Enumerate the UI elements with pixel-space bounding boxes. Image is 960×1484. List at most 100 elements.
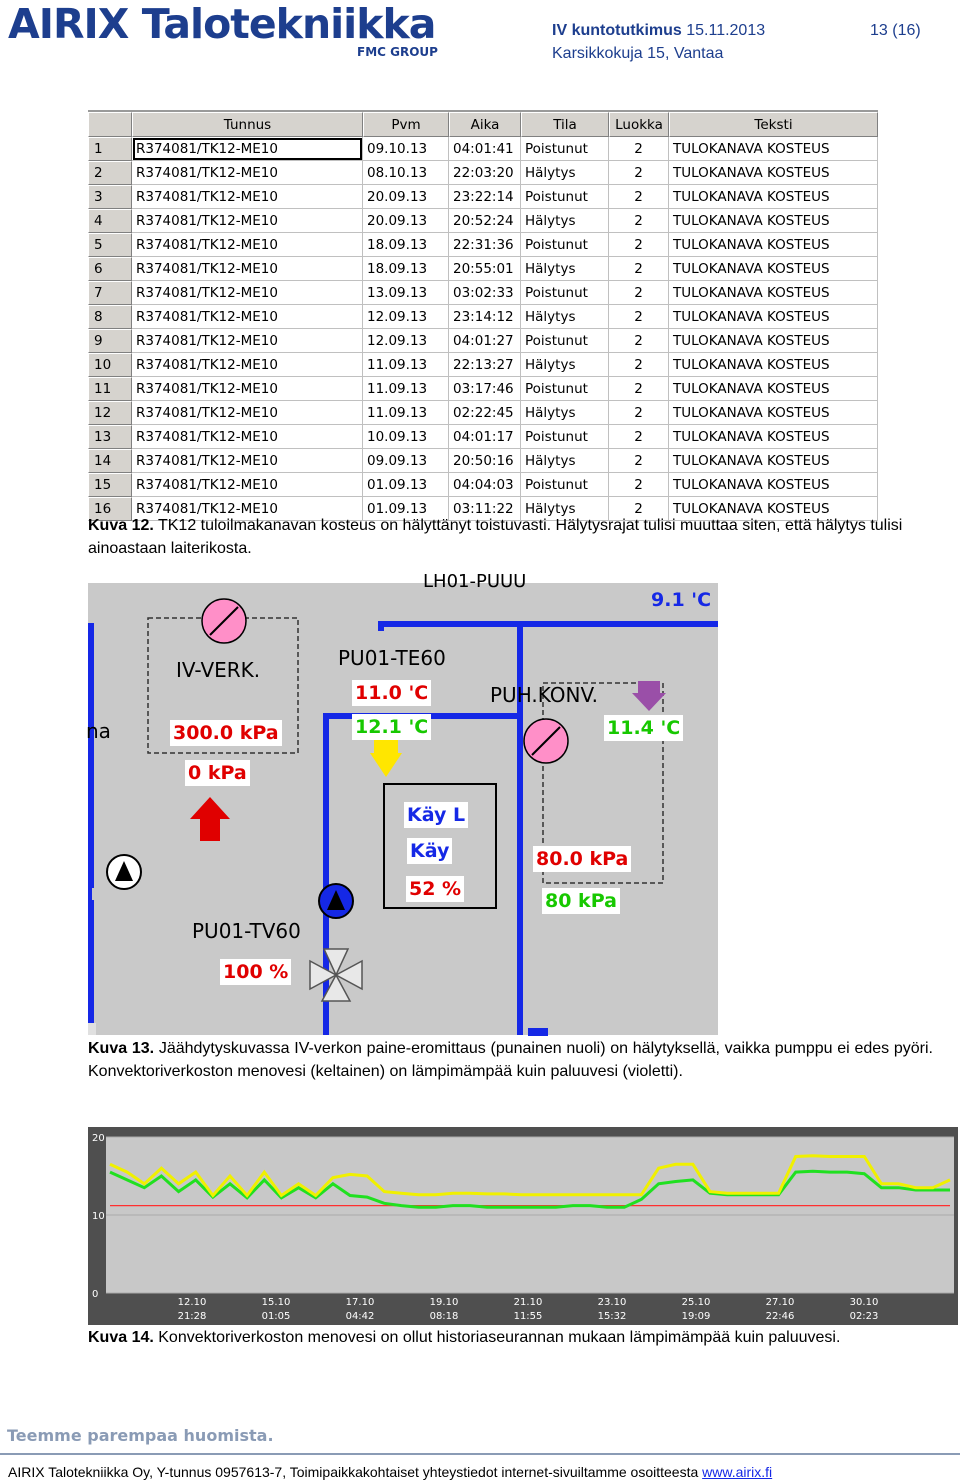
valve-position-value[interactable]: 100 % xyxy=(220,959,292,985)
table-cell[interactable]: TULOKANAVA KOSTEUS xyxy=(669,137,878,161)
table-cell[interactable]: TULOKANAVA KOSTEUS xyxy=(669,185,878,209)
footer-website-link[interactable]: www.airix.fi xyxy=(702,1464,773,1480)
table-cell[interactable]: TULOKANAVA KOSTEUS xyxy=(669,329,878,353)
pump-speed-value[interactable]: 52 % xyxy=(406,876,465,902)
table-cell[interactable]: TULOKANAVA KOSTEUS xyxy=(669,305,878,329)
table-cell[interactable]: Hälytys xyxy=(521,497,609,521)
row-number[interactable]: 10 xyxy=(88,353,132,377)
table-cell[interactable]: 2 xyxy=(609,137,669,161)
table-cell[interactable]: 09.09.13 xyxy=(363,449,449,473)
row-number[interactable]: 5 xyxy=(88,233,132,257)
row-number[interactable]: 4 xyxy=(88,209,132,233)
table-cell[interactable]: 20.09.13 xyxy=(363,185,449,209)
top-temperature[interactable]: 9.1 'C xyxy=(651,589,712,611)
table-cell[interactable]: 11.09.13 xyxy=(363,353,449,377)
column-header[interactable]: Pvm xyxy=(363,112,449,137)
row-number[interactable]: 2 xyxy=(88,161,132,185)
table-cell[interactable]: 12.09.13 xyxy=(363,305,449,329)
table-cell[interactable]: R374081/TK12-ME10 xyxy=(132,161,363,185)
table-cell[interactable]: 18.09.13 xyxy=(363,233,449,257)
table-cell[interactable]: 11.09.13 xyxy=(363,401,449,425)
table-cell[interactable]: 2 xyxy=(609,185,669,209)
table-cell[interactable]: 18.09.13 xyxy=(363,257,449,281)
table-cell[interactable]: 2 xyxy=(609,497,669,521)
row-number[interactable]: 16 xyxy=(88,497,132,521)
table-cell[interactable]: 2 xyxy=(609,353,669,377)
row-number[interactable]: 9 xyxy=(88,329,132,353)
table-cell[interactable]: 11.09.13 xyxy=(363,377,449,401)
table-cell[interactable]: R374081/TK12-ME10 xyxy=(132,209,363,233)
loop-pressure-value[interactable]: 80 kPa xyxy=(542,888,620,914)
table-cell[interactable]: TULOKANAVA KOSTEUS xyxy=(669,233,878,257)
row-number[interactable]: 15 xyxy=(88,473,132,497)
table-cell[interactable]: 23:14:12 xyxy=(449,305,521,329)
supply-setpoint-value[interactable]: 11.0 'C xyxy=(352,680,432,706)
table-cell[interactable]: Hälytys xyxy=(521,257,609,281)
table-cell[interactable]: TULOKANAVA KOSTEUS xyxy=(669,209,878,233)
table-cell[interactable]: R374081/TK12-ME10 xyxy=(132,185,363,209)
table-cell[interactable]: R374081/TK12-ME10 xyxy=(132,425,363,449)
table-cell[interactable]: 03:17:46 xyxy=(449,377,521,401)
table-cell[interactable]: Hälytys xyxy=(521,449,609,473)
column-header[interactable]: Tila xyxy=(521,112,609,137)
network-pressure-value[interactable]: 300.0 kPa xyxy=(170,720,282,746)
table-cell[interactable]: R374081/TK12-ME10 xyxy=(132,257,363,281)
table-cell[interactable]: TULOKANAVA KOSTEUS xyxy=(669,449,878,473)
table-cell[interactable]: 2 xyxy=(609,233,669,257)
table-cell[interactable]: 2 xyxy=(609,449,669,473)
table-cell[interactable]: Hälytys xyxy=(521,401,609,425)
table-cell[interactable]: Poistunut xyxy=(521,233,609,257)
table-cell[interactable]: Poistunut xyxy=(521,281,609,305)
table-cell[interactable]: Hälytys xyxy=(521,353,609,377)
column-header[interactable]: Tunnus xyxy=(132,112,363,137)
table-cell[interactable]: 03:11:22 xyxy=(449,497,521,521)
table-cell[interactable]: 09.10.13 xyxy=(363,137,449,161)
table-cell[interactable]: Hälytys xyxy=(521,305,609,329)
table-cell[interactable]: R374081/TK12-ME10 xyxy=(132,353,363,377)
table-cell[interactable]: 04:01:27 xyxy=(449,329,521,353)
table-cell[interactable]: 22:13:27 xyxy=(449,353,521,377)
table-cell[interactable]: 22:31:36 xyxy=(449,233,521,257)
table-cell[interactable]: Poistunut xyxy=(521,377,609,401)
table-cell[interactable]: 10.09.13 xyxy=(363,425,449,449)
table-cell[interactable]: 2 xyxy=(609,425,669,449)
table-cell[interactable]: TULOKANAVA KOSTEUS xyxy=(669,161,878,185)
table-cell[interactable]: R374081/TK12-ME10 xyxy=(132,137,363,161)
table-cell[interactable]: TULOKANAVA KOSTEUS xyxy=(669,473,878,497)
table-cell[interactable]: R374081/TK12-ME10 xyxy=(132,329,363,353)
table-cell[interactable]: Hälytys xyxy=(521,161,609,185)
column-header[interactable]: Luokka xyxy=(609,112,669,137)
table-cell[interactable]: TULOKANAVA KOSTEUS xyxy=(669,377,878,401)
table-cell[interactable]: TULOKANAVA KOSTEUS xyxy=(669,257,878,281)
table-cell[interactable]: 02:22:45 xyxy=(449,401,521,425)
return-temperature-value[interactable]: 11.4 'C xyxy=(604,715,684,741)
table-cell[interactable]: 04:01:17 xyxy=(449,425,521,449)
column-header[interactable]: Aika xyxy=(449,112,521,137)
table-cell[interactable]: Hälytys xyxy=(521,209,609,233)
row-number[interactable]: 7 xyxy=(88,281,132,305)
table-cell[interactable]: TULOKANAVA KOSTEUS xyxy=(669,353,878,377)
table-cell[interactable]: 20:52:24 xyxy=(449,209,521,233)
table-cell[interactable]: 2 xyxy=(609,161,669,185)
row-number[interactable]: 6 xyxy=(88,257,132,281)
table-cell[interactable]: 20:55:01 xyxy=(449,257,521,281)
table-cell[interactable]: 2 xyxy=(609,377,669,401)
run-status-value[interactable]: Käy xyxy=(407,838,453,864)
table-cell[interactable]: 2 xyxy=(609,473,669,497)
table-cell[interactable]: Poistunut xyxy=(521,425,609,449)
row-number[interactable]: 12 xyxy=(88,401,132,425)
table-cell[interactable]: Poistunut xyxy=(521,329,609,353)
table-cell[interactable]: Poistunut xyxy=(521,137,609,161)
